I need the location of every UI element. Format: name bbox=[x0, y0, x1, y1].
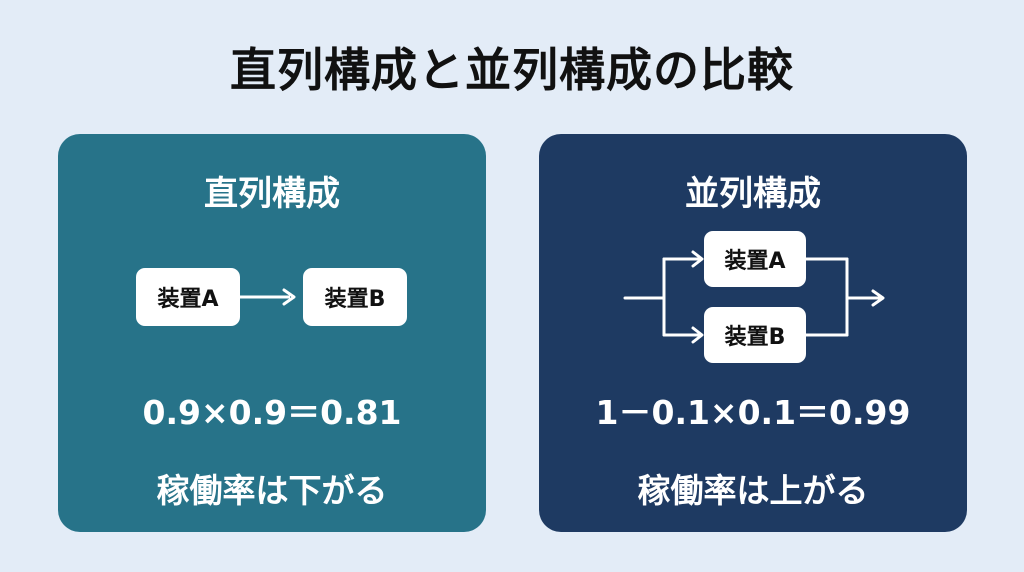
parallel-branch-a-arrowhead bbox=[691, 250, 704, 268]
series-connector bbox=[240, 288, 296, 306]
series-heading: 直列構成 bbox=[204, 174, 340, 214]
parallel-formula: 1－0.1×0.1＝0.99 bbox=[595, 393, 911, 432]
series-device-b: 装置B bbox=[303, 268, 407, 326]
parallel-branch-b-arrowhead bbox=[691, 326, 704, 344]
series-formula: 0.9×0.9＝0.81 bbox=[142, 393, 402, 432]
parallel-heading: 並列構成 bbox=[685, 174, 821, 214]
parallel-panel: 並列構成 装置A 装置B 1－0.1×0.1＝0.99 稼働率は上がる bbox=[539, 134, 967, 532]
parallel-device-a: 装置A bbox=[704, 231, 806, 287]
series-arrow-head bbox=[282, 288, 296, 306]
parallel-device-b: 装置B bbox=[704, 307, 806, 363]
series-conclusion: 稼働率は下がる bbox=[156, 471, 388, 510]
page-title: 直列構成と並列構成の比較 bbox=[230, 43, 794, 97]
series-device-a: 装置A bbox=[136, 268, 240, 326]
parallel-connector bbox=[623, 250, 885, 344]
parallel-conclusion: 稼働率は上がる bbox=[637, 471, 869, 510]
series-panel: 直列構成 装置A 装置B 0.9×0.9＝0.81 稼働率は下がる bbox=[58, 134, 486, 532]
parallel-output-arrowhead bbox=[871, 289, 885, 307]
